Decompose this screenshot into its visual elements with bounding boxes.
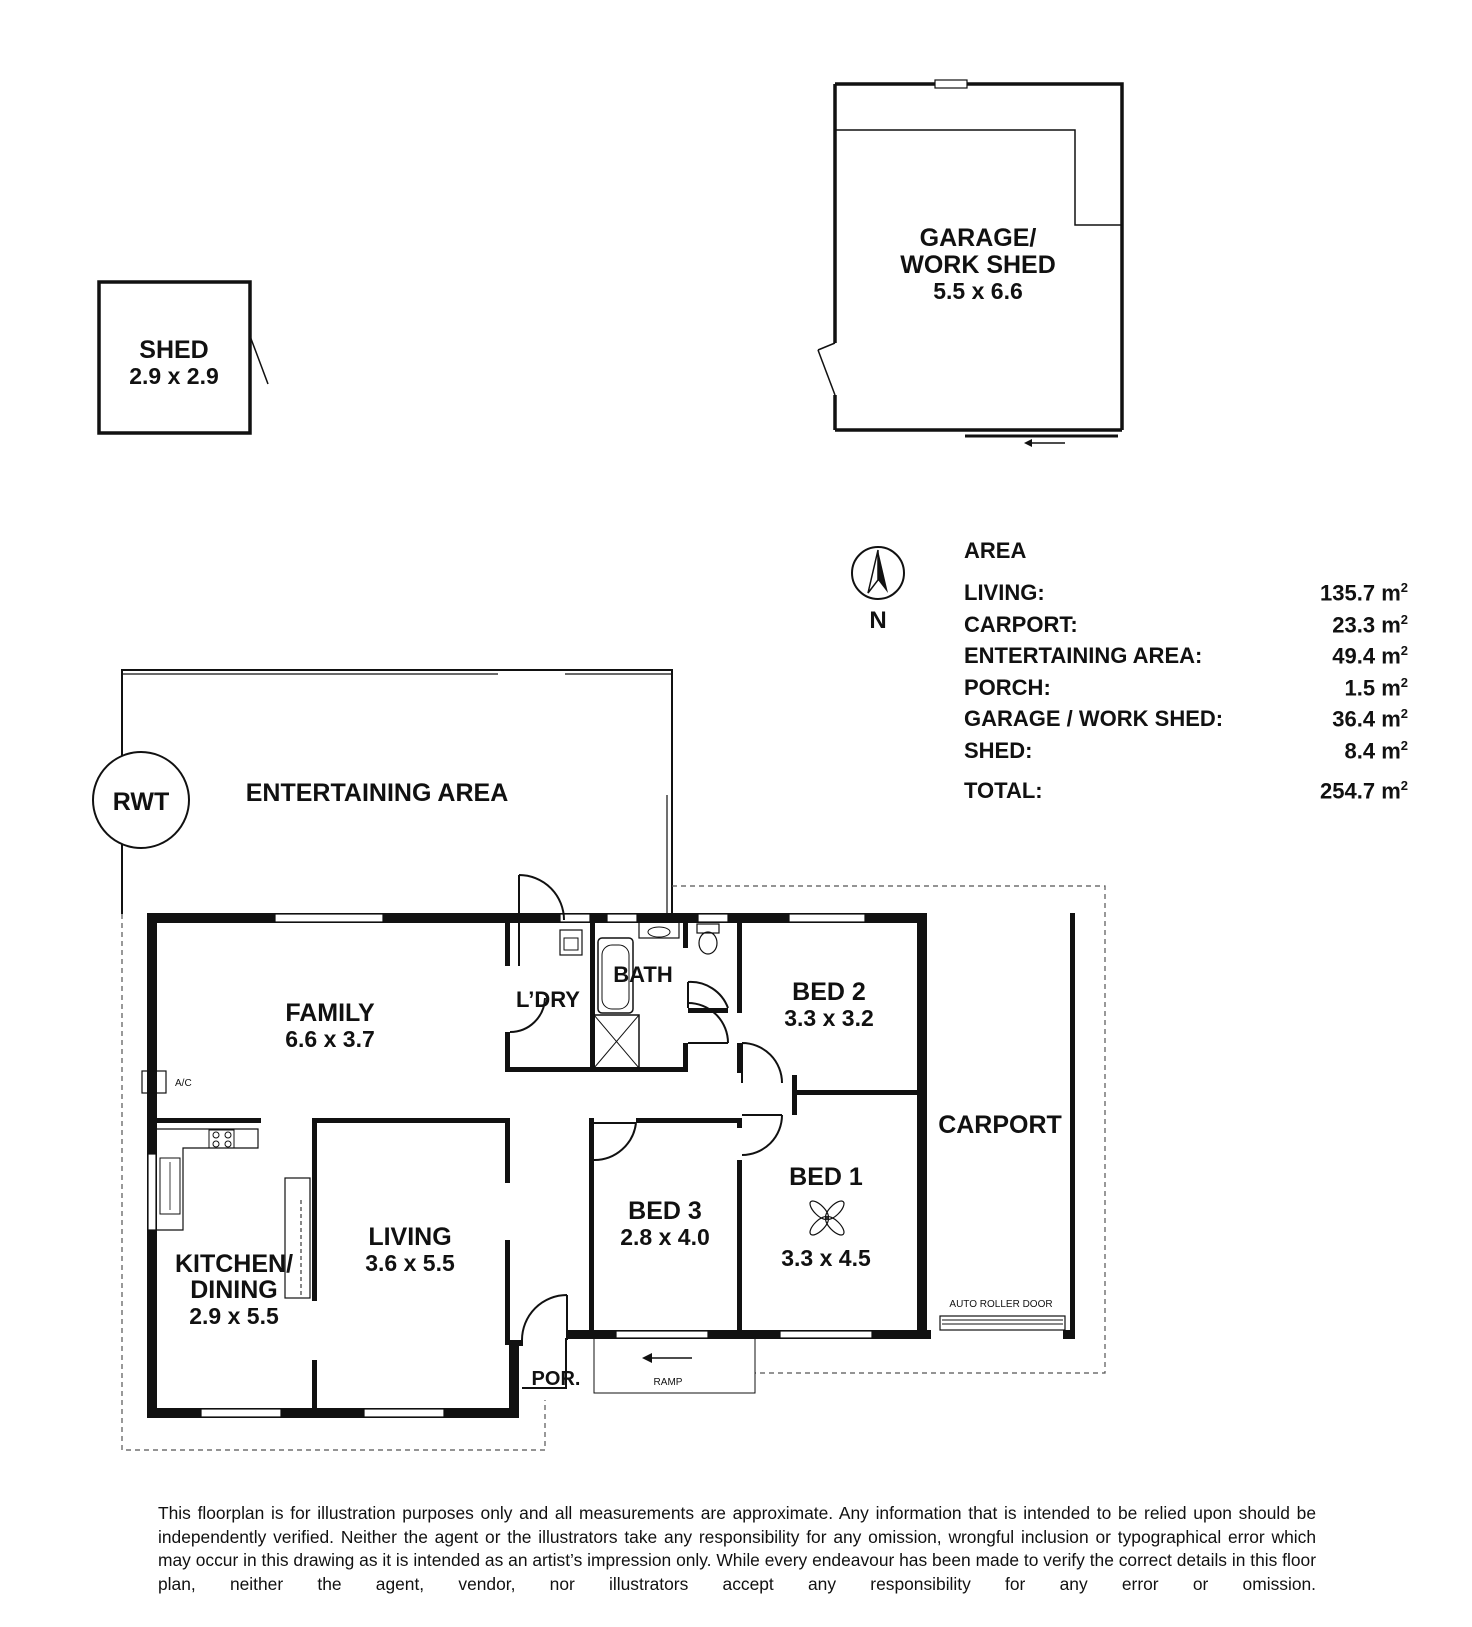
shed-dims: 2.9 x 2.9 (129, 363, 219, 389)
area-row: LIVING: 135.7 m2 (964, 580, 1408, 612)
bed3-dims: 2.8 x 4.0 (620, 1224, 710, 1250)
kitchen-label-line2: DINING (190, 1276, 278, 1304)
area-row-label: CARPORT: (964, 611, 1078, 637)
area-row: PORCH: 1.5 m2 (964, 675, 1408, 707)
doors (509, 874, 783, 1389)
garage-dims: 5.5 x 6.6 (933, 278, 1023, 304)
kitchen-dims: 2.9 x 5.5 (189, 1303, 279, 1329)
porch-label: POR. (532, 1368, 581, 1390)
family-dims: 6.6 x 3.7 (285, 1026, 375, 1052)
area-total-value: 254.7 m2 (1320, 778, 1408, 804)
area-row-label: SHED: (964, 737, 1033, 763)
area-row-label: ENTERTAINING AREA: (964, 643, 1203, 668)
kitchen-label-line1: KITCHEN/ (175, 1250, 293, 1278)
windows (147, 913, 873, 1418)
garage-work-shed: GARAGE/ WORK SHED 5.5 x 6.6 (817, 79, 1124, 447)
living-label: LIVING (368, 1223, 451, 1251)
ac-label: A/C (175, 1078, 192, 1089)
area-row: ENTERTAINING AREA: 49.4 m2 (964, 643, 1408, 675)
bed3-label: BED 3 (628, 1197, 702, 1225)
living-dims: 3.6 x 5.5 (365, 1250, 455, 1276)
garage-window (934, 79, 968, 89)
area-total-row: TOTAL: 254.7 m2 (964, 778, 1408, 810)
area-row: CARPORT: 23.3 m2 (964, 612, 1408, 644)
bed2-label: BED 2 (792, 978, 866, 1006)
area-row-value: 36.4 m2 (1332, 706, 1408, 732)
north-arrow: N (851, 546, 905, 634)
roller-door: AUTO ROLLER DOOR (939, 1299, 1066, 1331)
bed2-dims: 3.3 x 3.2 (784, 1005, 874, 1031)
area-table: AREA LIVING: 135.7 m2 CARPORT: 23.3 m2 ENTER… (964, 538, 1408, 810)
area-total-label: TOTAL: (964, 778, 1043, 803)
garage-label-line1: GARAGE/ (920, 224, 1037, 252)
roof-outline (121, 885, 1106, 1451)
roller-door-label: AUTO ROLLER DOOR (949, 1299, 1052, 1310)
entertaining-label: ENTERTAINING AREA (246, 779, 509, 807)
shed-label: SHED (139, 336, 208, 364)
area-title: AREA (964, 538, 1027, 563)
area-row-value: 135.7 m2 (1320, 580, 1408, 606)
area-rows: LIVING: 135.7 m2 CARPORT: 23.3 m2 ENTERTAINI… (964, 580, 1408, 769)
area-row-value: 49.4 m2 (1332, 643, 1408, 669)
rainwater-tank (92, 751, 190, 849)
disclaimer: This floorplan is for illustration purpo… (158, 1503, 1316, 1594)
area-row: GARAGE / WORK SHED: 36.4 m2 (964, 706, 1408, 738)
bed1-label: BED 1 (789, 1163, 863, 1191)
area-row-value: 1.5 m2 (1344, 674, 1408, 700)
north-label: N (869, 607, 886, 634)
ramp: RAMP (593, 1339, 756, 1394)
carport-label: CARPORT (938, 1111, 1062, 1139)
house-walls (147, 913, 1075, 1418)
area-row-value: 23.3 m2 (1332, 611, 1408, 637)
area-row-label: LIVING: (964, 580, 1045, 605)
entertaining-area: RWT ENTERTAINING AREA (92, 669, 673, 916)
ceiling-fan-icon (809, 1200, 845, 1236)
garage-label-line2: WORK SHED (900, 251, 1056, 279)
shed: SHED 2.9 x 2.9 (97, 280, 269, 435)
rwt-label: RWT (113, 788, 169, 816)
bed1-dims: 3.3 x 4.5 (781, 1245, 871, 1271)
ramp-label: RAMP (654, 1377, 683, 1388)
fixtures: A/C (141, 921, 845, 1299)
area-row: SHED: 8.4 m2 (964, 738, 1408, 770)
laundry-label: L’DRY (516, 987, 580, 1012)
area-row-label: GARAGE / WORK SHED: (964, 706, 1224, 731)
bath-label: BATH (613, 962, 672, 987)
area-row-label: PORCH: (964, 674, 1051, 700)
area-row-value: 8.4 m2 (1344, 737, 1408, 763)
family-label: FAMILY (285, 999, 375, 1027)
